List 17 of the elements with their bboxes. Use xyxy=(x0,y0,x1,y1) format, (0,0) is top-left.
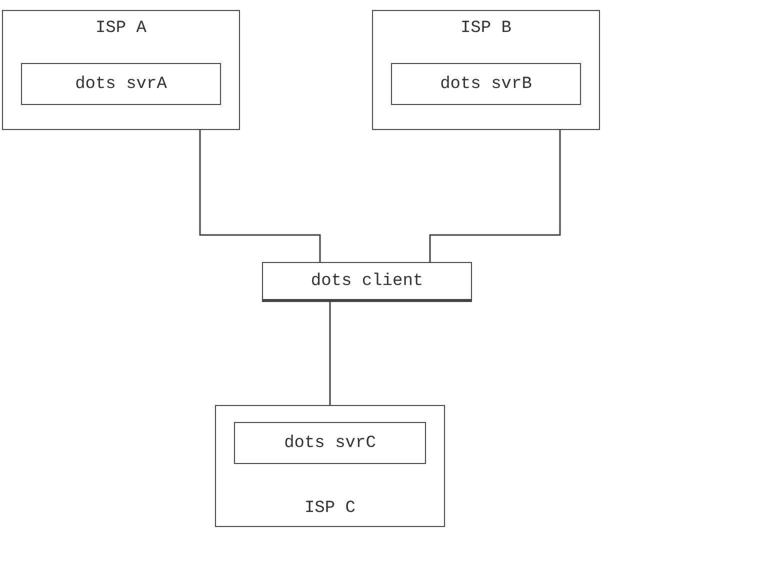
connector-line xyxy=(329,302,331,405)
isp-box xyxy=(215,405,445,527)
connector-line xyxy=(199,130,321,262)
isp-box xyxy=(2,10,240,130)
box-label: dots client xyxy=(310,272,424,290)
box-label: dots svrA xyxy=(75,74,167,94)
box-label: ISP C xyxy=(304,499,356,518)
server-box xyxy=(234,422,426,464)
box-label: dots svrB xyxy=(440,74,532,94)
isp-box xyxy=(262,262,472,302)
box-label: ISP B xyxy=(460,19,512,38)
box-label: dots svrC xyxy=(284,434,376,452)
connector-line xyxy=(429,130,561,262)
box-label: ISP A xyxy=(95,19,146,38)
server-box xyxy=(391,63,581,105)
server-box xyxy=(21,63,221,105)
isp-box xyxy=(372,10,600,130)
